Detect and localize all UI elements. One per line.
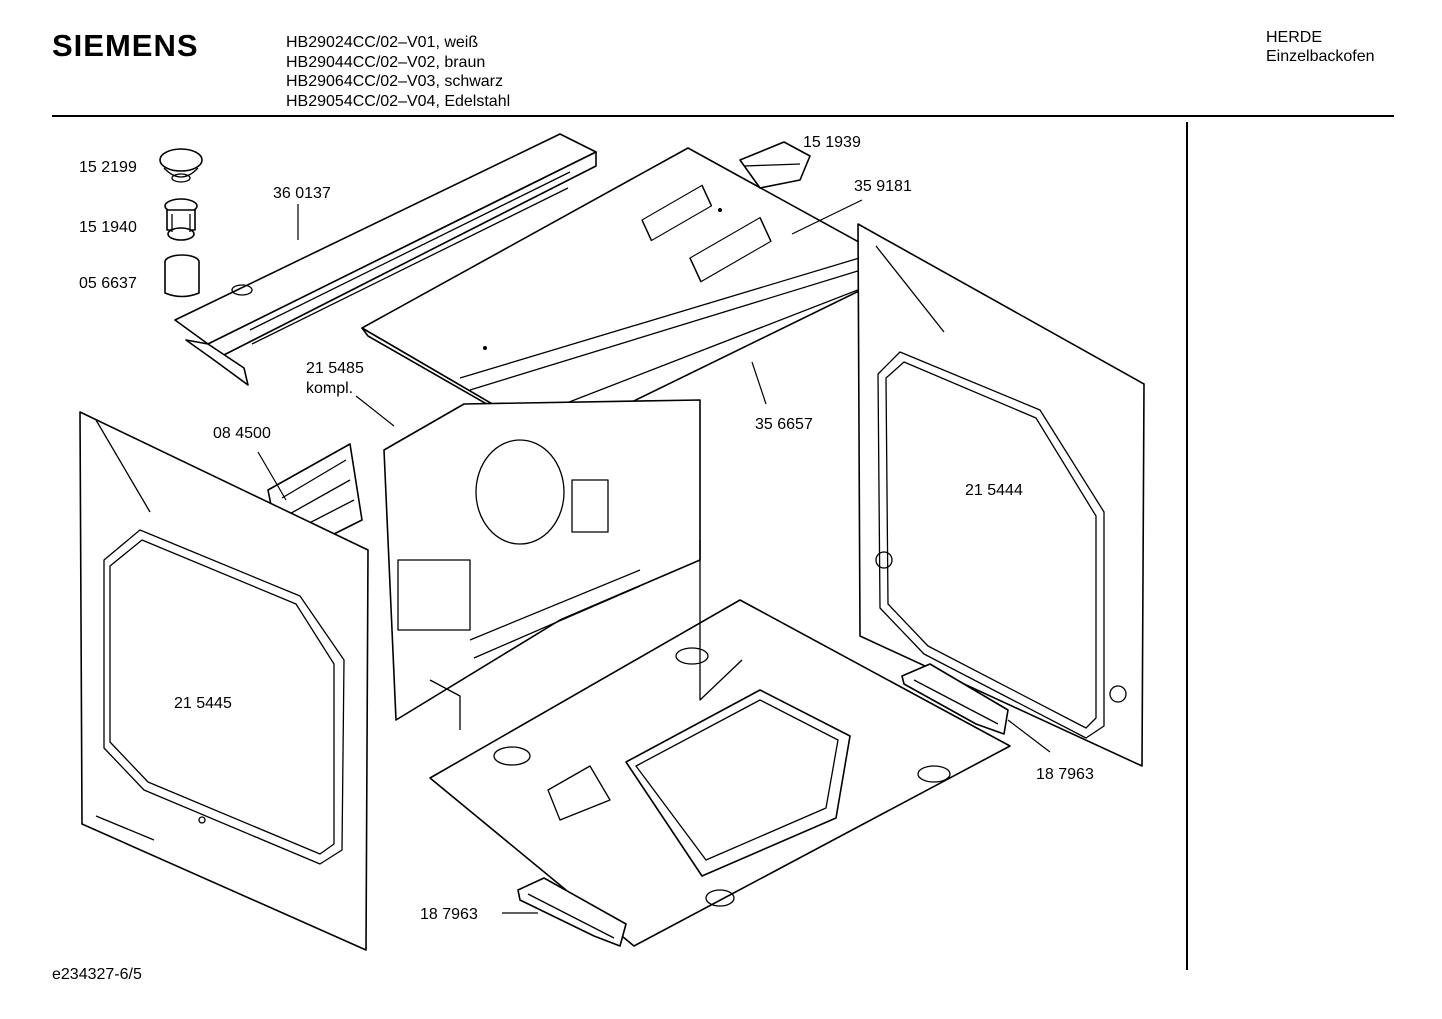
model-line: HB29044CC/02–V02, braun <box>286 53 486 71</box>
model-line: HB29064CC/02–V03, schwarz <box>286 73 504 90</box>
brand-logo: SIEMENS <box>52 28 199 63</box>
model-line: HB29024CC/02–V01, weiß <box>286 34 479 51</box>
sleeve-part <box>164 254 200 298</box>
part-label: 15 1940 <box>79 219 137 236</box>
oven-floor-part <box>429 540 1011 947</box>
part-label: 18 7963 <box>420 906 478 923</box>
front-rail-part <box>174 133 597 386</box>
model-line: HB29054CC/02–V04, Edelstahl <box>286 92 511 110</box>
part-label: 35 6657 <box>755 416 813 433</box>
side-divider <box>1186 122 1188 970</box>
document-number: e234327-6/5 <box>52 966 142 983</box>
part-label: 36 0137 <box>273 185 331 202</box>
knob-cap-part <box>159 148 203 183</box>
model-list: HB29024CC/02–V01, weiß HB29044CC/02–V02,… <box>286 33 510 111</box>
side-rail-part <box>901 663 1009 735</box>
part-label: 18 7963 <box>1036 766 1094 783</box>
right-side-panel-part <box>857 223 1145 767</box>
header-divider <box>52 115 1394 117</box>
product-category: HERDE Einzelbackofen <box>1266 28 1375 66</box>
knob-part <box>164 198 198 241</box>
part-label: 15 2199 <box>79 159 137 176</box>
part-label: 21 5445 <box>174 695 232 712</box>
part-label: 21 5485 <box>306 360 364 377</box>
left-side-panel-part <box>79 411 369 951</box>
part-note: kompl. <box>306 380 353 397</box>
side-rail-part <box>517 877 627 947</box>
part-label: 15 1939 <box>803 134 861 151</box>
part-label: 05 6637 <box>79 275 137 292</box>
part-label: 21 5444 <box>965 482 1023 499</box>
vent-bracket-part <box>739 141 811 189</box>
category-line: Einzelbackofen <box>1266 48 1375 65</box>
part-label: 35 9181 <box>854 178 912 195</box>
part-label: 08 4500 <box>213 425 271 442</box>
category-line: HERDE <box>1266 29 1323 46</box>
